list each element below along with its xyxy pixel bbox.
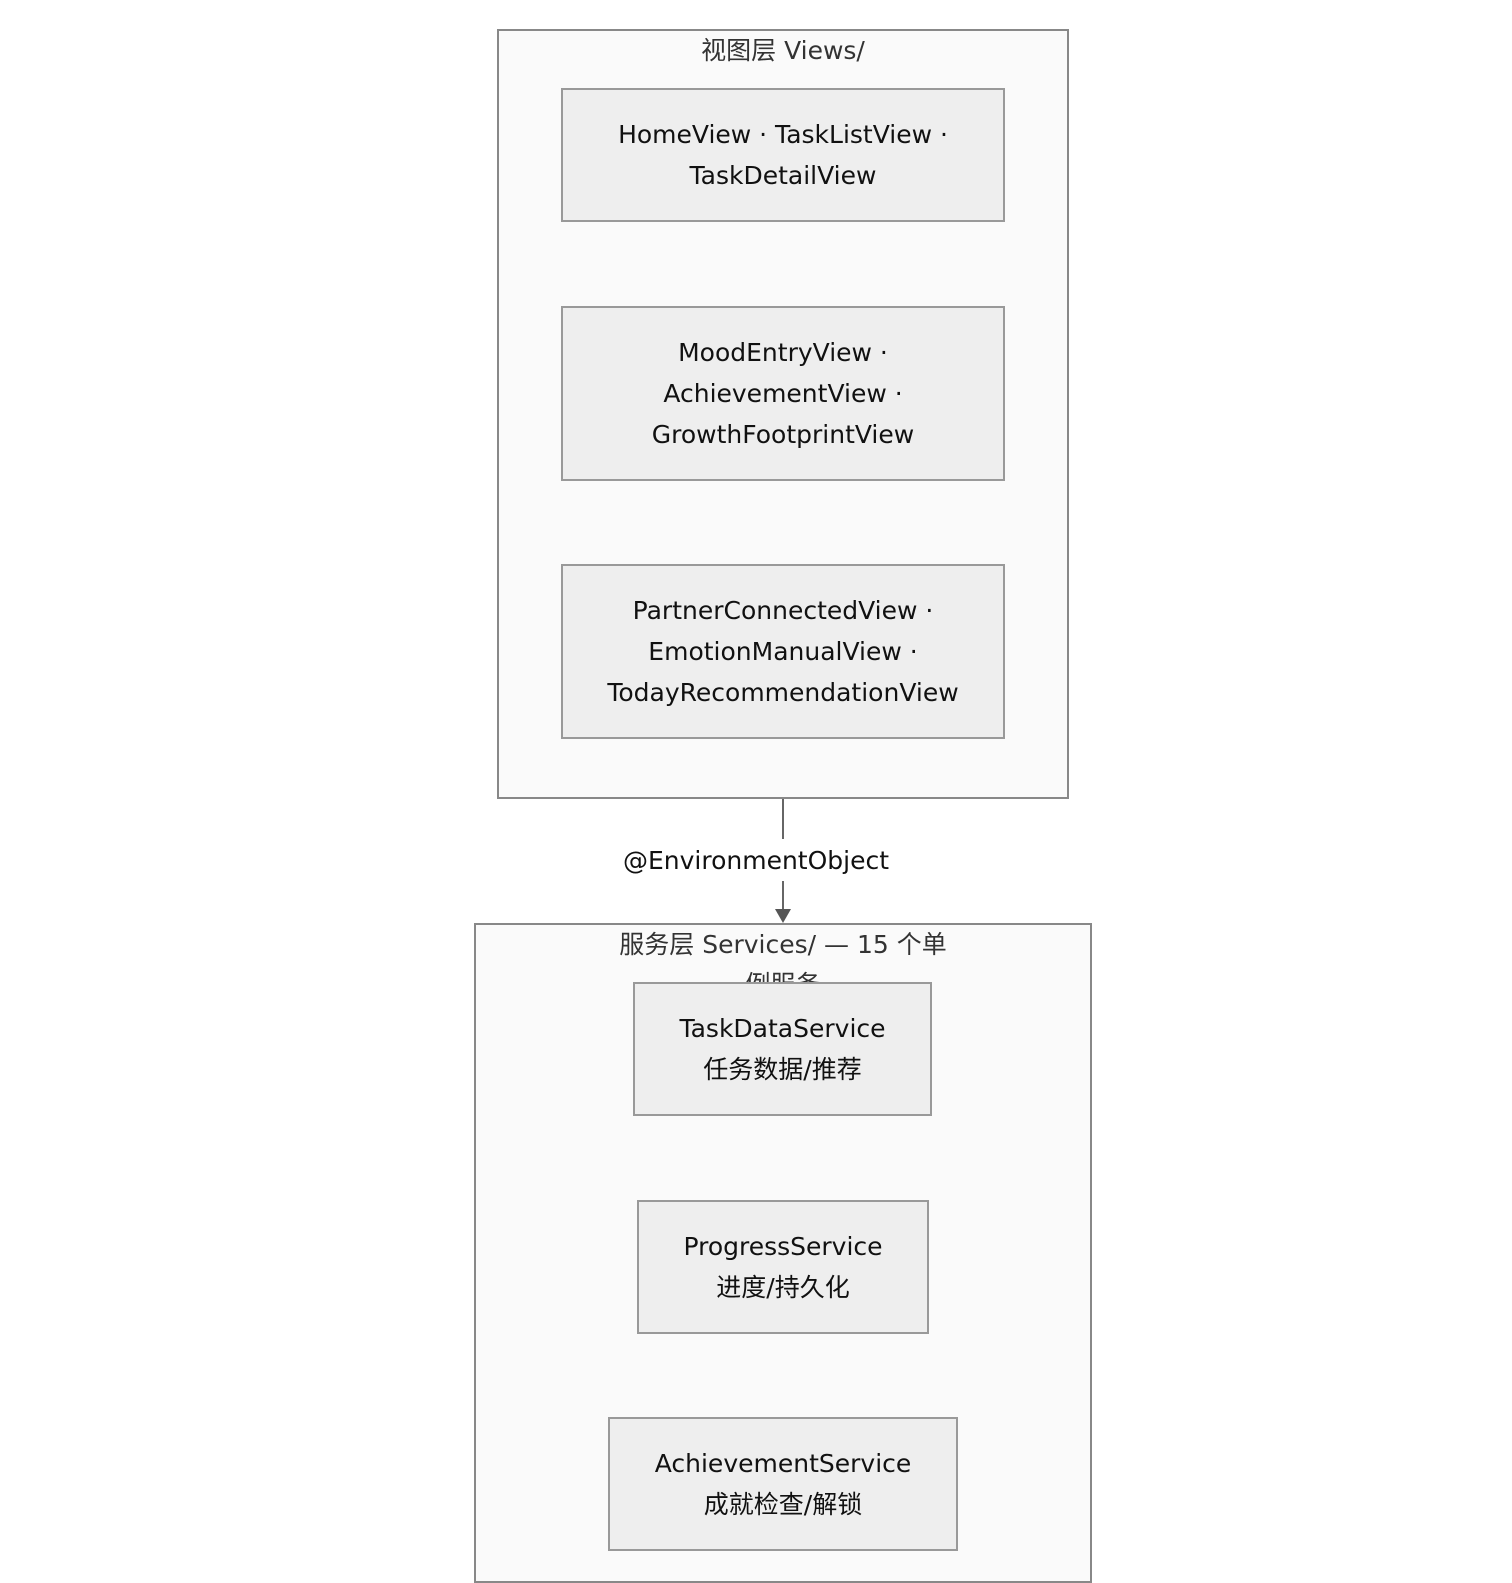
views-node-home-tasks-line-1: HomeView · TaskListView · — [618, 120, 948, 149]
edge-arrowhead — [775, 909, 791, 923]
service-node-task-data: TaskDataService 任务数据/推荐 — [633, 982, 932, 1116]
service-node-achievement-line-2: 成就检查/解锁 — [703, 1490, 863, 1519]
views-node-partner-emotion-line-1: PartnerConnectedView · — [632, 596, 934, 625]
edge-line-upper — [782, 799, 784, 839]
views-node-mood-achievement: MoodEntryView · AchievementView · Growth… — [561, 306, 1005, 481]
views-node-home-tasks: HomeView · TaskListView · TaskDetailView — [561, 88, 1005, 222]
views-node-mood-achievement-line-2: AchievementView · — [663, 379, 903, 408]
service-node-progress-line-1: ProgressService — [683, 1232, 883, 1261]
services-layer-title-line-1: 服务层 Services/ — 15 个单 — [619, 930, 947, 959]
service-node-achievement-line-1: AchievementService — [654, 1449, 912, 1478]
service-node-progress-line-2: 进度/持久化 — [716, 1273, 850, 1302]
service-node-progress: ProgressService 进度/持久化 — [637, 1200, 929, 1334]
views-node-partner-emotion-line-2: EmotionManualView · — [648, 637, 918, 666]
edge-label: @EnvironmentObject — [622, 846, 890, 875]
views-node-home-tasks-line-2: TaskDetailView — [689, 161, 877, 190]
service-node-achievement: AchievementService 成就检查/解锁 — [608, 1417, 958, 1551]
service-node-task-data-line-1: TaskDataService — [679, 1014, 886, 1043]
service-node-task-data-line-2: 任务数据/推荐 — [703, 1055, 862, 1084]
views-node-partner-emotion-line-3: TodayRecommendationView — [607, 678, 959, 707]
views-node-mood-achievement-line-1: MoodEntryView · — [678, 338, 888, 367]
views-node-partner-emotion: PartnerConnectedView · EmotionManualView… — [561, 564, 1005, 739]
views-layer-title: 视图层 Views/ — [701, 36, 865, 65]
views-node-mood-achievement-line-3: GrowthFootprintView — [651, 420, 915, 449]
edge-line-lower — [782, 881, 784, 911]
